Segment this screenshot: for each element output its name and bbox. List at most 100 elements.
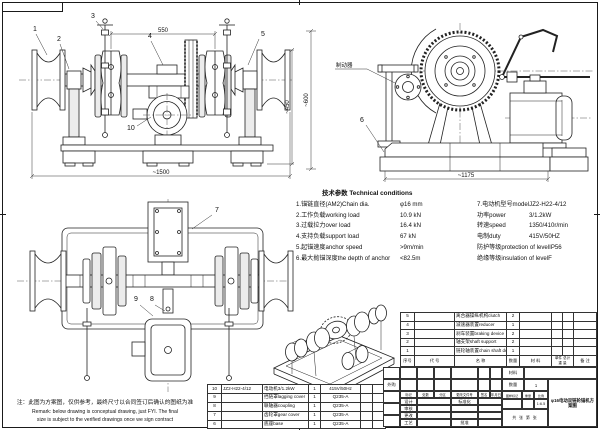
process-label: 工艺	[400, 419, 417, 427]
tb-cell	[478, 419, 502, 427]
cell-no: 10	[207, 384, 222, 394]
cell-name: 刹车装置braking device	[454, 329, 507, 339]
motor-side	[509, 74, 573, 149]
gear-wheel	[184, 39, 198, 119]
tb-cell	[478, 405, 502, 412]
tb-cell	[434, 367, 451, 379]
callout-5: 5	[261, 31, 265, 38]
rev-col-mark: 标记	[400, 391, 417, 398]
cell-blank	[573, 329, 597, 339]
cell-no: 3	[400, 329, 415, 339]
cell-name: 齿轮罩gear cover	[262, 410, 309, 421]
plan-view: 7 9 8	[17, 199, 294, 392]
cell-qty: 2	[506, 329, 520, 339]
cell-qty: 1	[308, 419, 321, 430]
dimension-600: ~600	[304, 28, 316, 172]
cell-qty: 1	[308, 410, 321, 421]
tb-cell	[490, 367, 502, 379]
tech-row: 防护等级protection of levelIP56	[477, 243, 562, 251]
cell-qty: 1	[308, 392, 321, 403]
rev-col-sign: 签名	[478, 391, 490, 398]
cell-blank	[360, 419, 373, 430]
brake-label: 制动器	[335, 61, 396, 84]
cell-qty: 1	[308, 401, 321, 412]
cell-blank	[573, 337, 597, 348]
tech-row: 绝缘等级insulation of levelF	[477, 254, 552, 262]
cell-code	[221, 401, 263, 412]
svg-text:~600: ~600	[304, 93, 310, 107]
tb-cell	[383, 367, 400, 379]
dimension-450: ~450	[267, 47, 295, 167]
gear-side	[410, 28, 501, 146]
callout-7: 7	[215, 207, 219, 214]
cell-blank	[562, 320, 574, 331]
tech-row: 7.电动机型号modelJZ2-H22-4/12	[477, 200, 567, 208]
cell-no: 4	[400, 320, 415, 331]
stamp-label: 图样标记	[502, 391, 522, 399]
dimension-1175: ~1175	[382, 171, 551, 182]
cell-qty: 2	[506, 337, 520, 348]
cell-material: Q235-A	[320, 401, 361, 412]
dimension-1500: ~1500	[29, 112, 293, 179]
rev-col-docno: 更改文件号	[451, 391, 478, 398]
chain-wheel-right	[198, 50, 232, 118]
header-code: 代 号	[414, 354, 455, 367]
cell-code	[414, 312, 455, 322]
front-view: 550 ~1500 ~450 1 2 3 4 5 10	[19, 13, 295, 179]
tb-cell	[400, 367, 417, 379]
brake-bracket	[377, 64, 422, 148]
clutch-cone-left2	[90, 63, 96, 97]
tb-cell	[400, 379, 417, 391]
cell-name: 减速器装置reducer	[454, 320, 507, 331]
cell-blank	[551, 337, 563, 348]
cell-qty: 2	[506, 312, 520, 322]
cell-blank	[573, 346, 597, 356]
cell-no: 1	[400, 346, 415, 356]
cell-code	[414, 337, 455, 348]
cell-no: 7	[207, 410, 222, 421]
cell-blank	[360, 410, 373, 421]
tb-cell	[383, 391, 400, 403]
cell-material: Q235-A	[320, 410, 361, 421]
cell-blank	[360, 401, 373, 412]
cell-material	[519, 320, 552, 331]
header-material: 材 料	[519, 354, 552, 367]
cell-material: Q235-A	[320, 419, 361, 430]
cell-material	[519, 329, 552, 339]
callout-6: 6	[360, 117, 364, 124]
operating-lever	[499, 28, 590, 83]
callout-9: 9	[134, 296, 138, 303]
brake-rod-left	[82, 308, 92, 381]
coupling-plan	[162, 288, 174, 314]
standardization-label: 标准化	[451, 398, 478, 405]
svg-text:~1500: ~1500	[153, 170, 171, 176]
sheets-cell: 共 张 第 张	[502, 409, 548, 427]
header-no: 序号	[400, 354, 415, 367]
tb-cell	[434, 379, 451, 391]
cell-qty: 1	[506, 320, 520, 331]
brake-rod-right	[224, 308, 234, 381]
tb-cell	[502, 399, 522, 409]
iso-sketch	[273, 304, 395, 399]
cell-no: 8	[207, 401, 222, 412]
check-label: 审核	[400, 405, 417, 412]
coupling-dot	[165, 306, 171, 312]
tb-cell	[451, 367, 478, 379]
callout-1: 1	[33, 26, 37, 33]
tb-cell	[417, 419, 451, 427]
qty-label: 数量	[502, 379, 524, 391]
cell-no: 6	[207, 419, 222, 430]
callout-3: 3	[91, 13, 95, 20]
cell-code	[221, 392, 263, 403]
warping-head-plan-right	[258, 250, 294, 312]
